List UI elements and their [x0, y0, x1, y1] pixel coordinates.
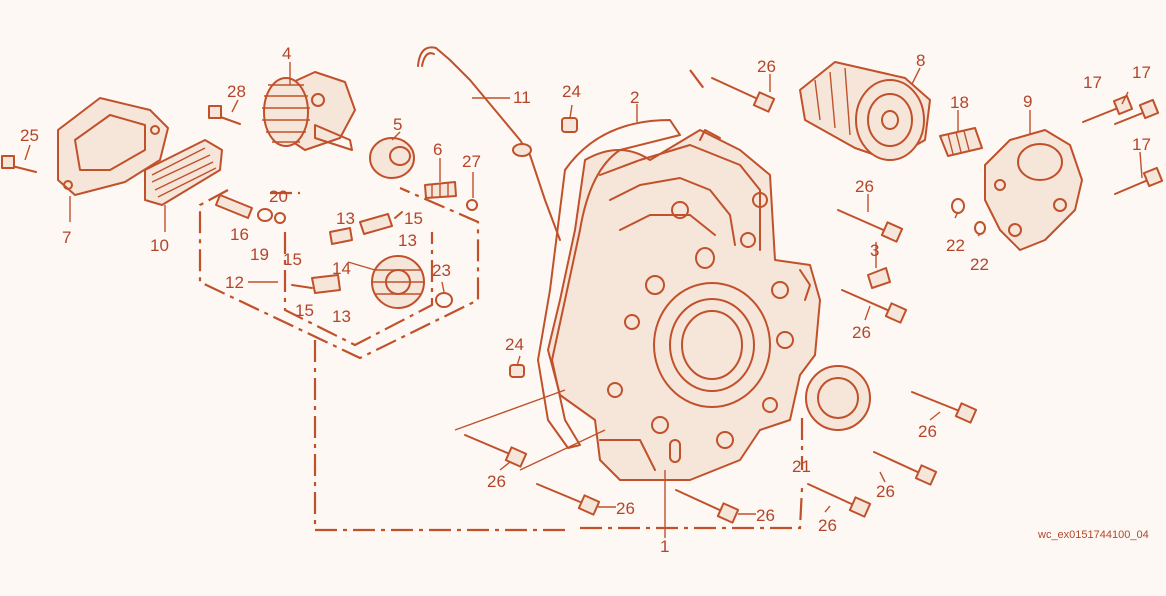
governor-weight-group	[291, 211, 403, 294]
callout-26-i: 26	[487, 472, 506, 491]
callout-15-b: 15	[283, 250, 302, 269]
callout-24-a: 24	[562, 82, 581, 101]
leader-lines	[24, 62, 1143, 538]
callout-26-a: 26	[757, 57, 776, 76]
cover-gasket	[537, 119, 681, 449]
callout-3: 3	[870, 241, 879, 260]
callout-8: 8	[916, 51, 925, 70]
callout-14: 14	[332, 259, 351, 278]
oil-pump-group-outline	[198, 186, 570, 532]
washer-19	[257, 208, 273, 222]
callout-16: 16	[230, 225, 249, 244]
callout-20: 20	[269, 187, 288, 206]
callout-26-e: 26	[876, 482, 895, 501]
relief-spring	[424, 181, 457, 199]
callout-7: 7	[62, 228, 71, 247]
bolt-25	[1, 155, 37, 173]
callout-17-a: 17	[1083, 73, 1102, 92]
dowel-24-lower	[509, 364, 525, 378]
callout-26-h: 26	[616, 499, 635, 518]
oil-dipstick	[417, 46, 561, 241]
callout-1: 1	[660, 537, 669, 556]
callout-19: 19	[250, 245, 269, 264]
bolt-26-group	[464, 77, 978, 524]
oil-filter	[799, 61, 931, 161]
callout-26-c: 26	[852, 323, 871, 342]
callout-10: 10	[150, 236, 169, 255]
oil-seal	[805, 365, 871, 431]
callout-17-b: 17	[1132, 63, 1151, 82]
callout-13-b: 13	[398, 231, 417, 250]
bolt-17-group	[1082, 94, 1164, 195]
callout-6: 6	[433, 140, 442, 159]
callout-5: 5	[393, 115, 402, 134]
callout-17-c: 17	[1132, 135, 1151, 154]
callout-26-b: 26	[855, 177, 874, 196]
oil-screen	[144, 139, 223, 206]
oil-pump-rotor	[369, 137, 415, 179]
bolt-28	[208, 105, 241, 125]
callout-2: 2	[630, 88, 639, 107]
bracket	[57, 97, 169, 196]
callout-labels: 1 2 3 4 5 6 7 8 9 10 11 12 13 13 13 14 1…	[20, 44, 1151, 556]
callout-9: 9	[1023, 92, 1032, 111]
washer-20	[274, 212, 286, 224]
bolt-3	[867, 267, 891, 289]
callout-24-b: 24	[505, 335, 524, 354]
callout-13-c: 13	[332, 307, 351, 326]
callout-12: 12	[225, 273, 244, 292]
callout-21: 21	[792, 457, 811, 476]
threaded-fitting	[939, 127, 983, 157]
callout-4: 4	[282, 44, 291, 63]
crankcase-cover	[547, 129, 821, 481]
callout-23: 23	[432, 261, 451, 280]
callout-26-d: 26	[918, 422, 937, 441]
dowel-24-upper	[561, 117, 578, 133]
callout-15-a: 15	[404, 209, 423, 228]
callout-22-b: 22	[970, 255, 989, 274]
oil-pump-gear	[262, 71, 356, 151]
pin-16	[215, 194, 253, 219]
governor-gear	[371, 255, 425, 309]
washer-23	[435, 292, 453, 308]
callout-18: 18	[950, 93, 969, 112]
washer-22-group	[951, 198, 986, 235]
callout-27: 27	[462, 152, 481, 171]
callout-13-a: 13	[336, 209, 355, 228]
reference-code: wc_ex0151744100_04	[1037, 529, 1149, 541]
callout-22-a: 22	[946, 236, 965, 255]
callout-25: 25	[20, 126, 39, 145]
callout-11: 11	[513, 88, 531, 107]
oil-filter-base	[984, 129, 1083, 251]
callout-15-c: 15	[295, 301, 314, 320]
callout-26-g: 26	[756, 506, 775, 525]
callout-26-f: 26	[818, 516, 837, 535]
callout-28: 28	[227, 82, 246, 101]
relief-ball	[466, 199, 478, 211]
